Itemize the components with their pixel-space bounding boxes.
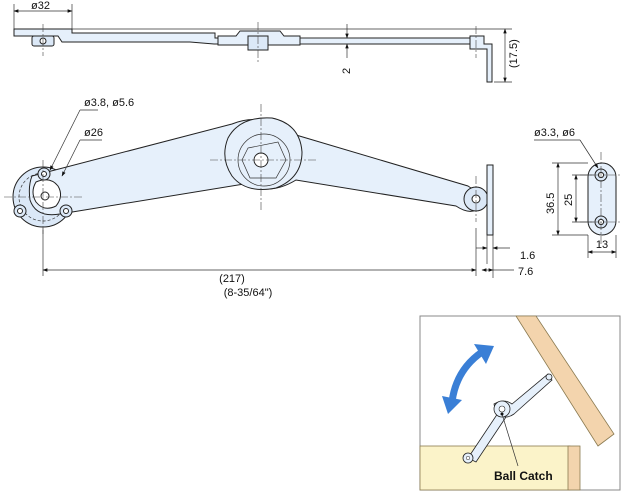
side-screw-hole-1 bbox=[17, 208, 23, 214]
inset-ball-catch bbox=[498, 405, 506, 413]
side-view: ø3.8, ø5.6 ø26 (217) (8-35/64") 1.6 7.6 bbox=[4, 97, 535, 299]
top-dia-label: ø32 bbox=[31, 0, 50, 12]
inset-illustration: Ball Catch bbox=[419, 315, 621, 491]
cabinet-lid bbox=[515, 315, 615, 447]
ball-catch-label: Ball Catch bbox=[494, 469, 553, 483]
end-width-label: 13 bbox=[596, 239, 608, 251]
side-length-label: (217) bbox=[219, 273, 245, 285]
end-view: ø3.3, ø6 36.5 25 13 bbox=[534, 127, 622, 258]
side-plate-thickness-label: 1.6 bbox=[520, 250, 535, 262]
side-left-pivot-hole bbox=[40, 191, 50, 201]
motion-arrow bbox=[448, 349, 485, 403]
side-boss-label: ø26 bbox=[84, 127, 103, 139]
motion-arrow-head-down bbox=[442, 396, 462, 414]
cabinet-body bbox=[419, 445, 571, 491]
end-mounting-plate bbox=[587, 162, 617, 236]
side-hole-label: ø3.8, ø5.6 bbox=[84, 97, 134, 109]
side-offset-label: 7.6 bbox=[518, 266, 533, 278]
top-view: ø32 2 (17.5) bbox=[13, 0, 520, 83]
end-hole-label: ø3.3, ø6 bbox=[534, 127, 575, 139]
end-height-inner-label: 25 bbox=[563, 194, 575, 206]
end-height-outer-label: 36.5 bbox=[545, 193, 557, 214]
side-screw-hole-3 bbox=[41, 171, 47, 177]
side-screw-hole-2 bbox=[63, 208, 69, 214]
side-mounting-plate bbox=[486, 164, 494, 236]
top-height-label: (17.5) bbox=[508, 39, 520, 68]
top-thickness-label: 2 bbox=[341, 68, 353, 74]
cabinet-side bbox=[567, 445, 581, 491]
top-end-bracket bbox=[469, 35, 493, 83]
side-length-inch-label: (8-35/64") bbox=[224, 287, 273, 299]
motion-arrow-head-up bbox=[474, 344, 494, 364]
